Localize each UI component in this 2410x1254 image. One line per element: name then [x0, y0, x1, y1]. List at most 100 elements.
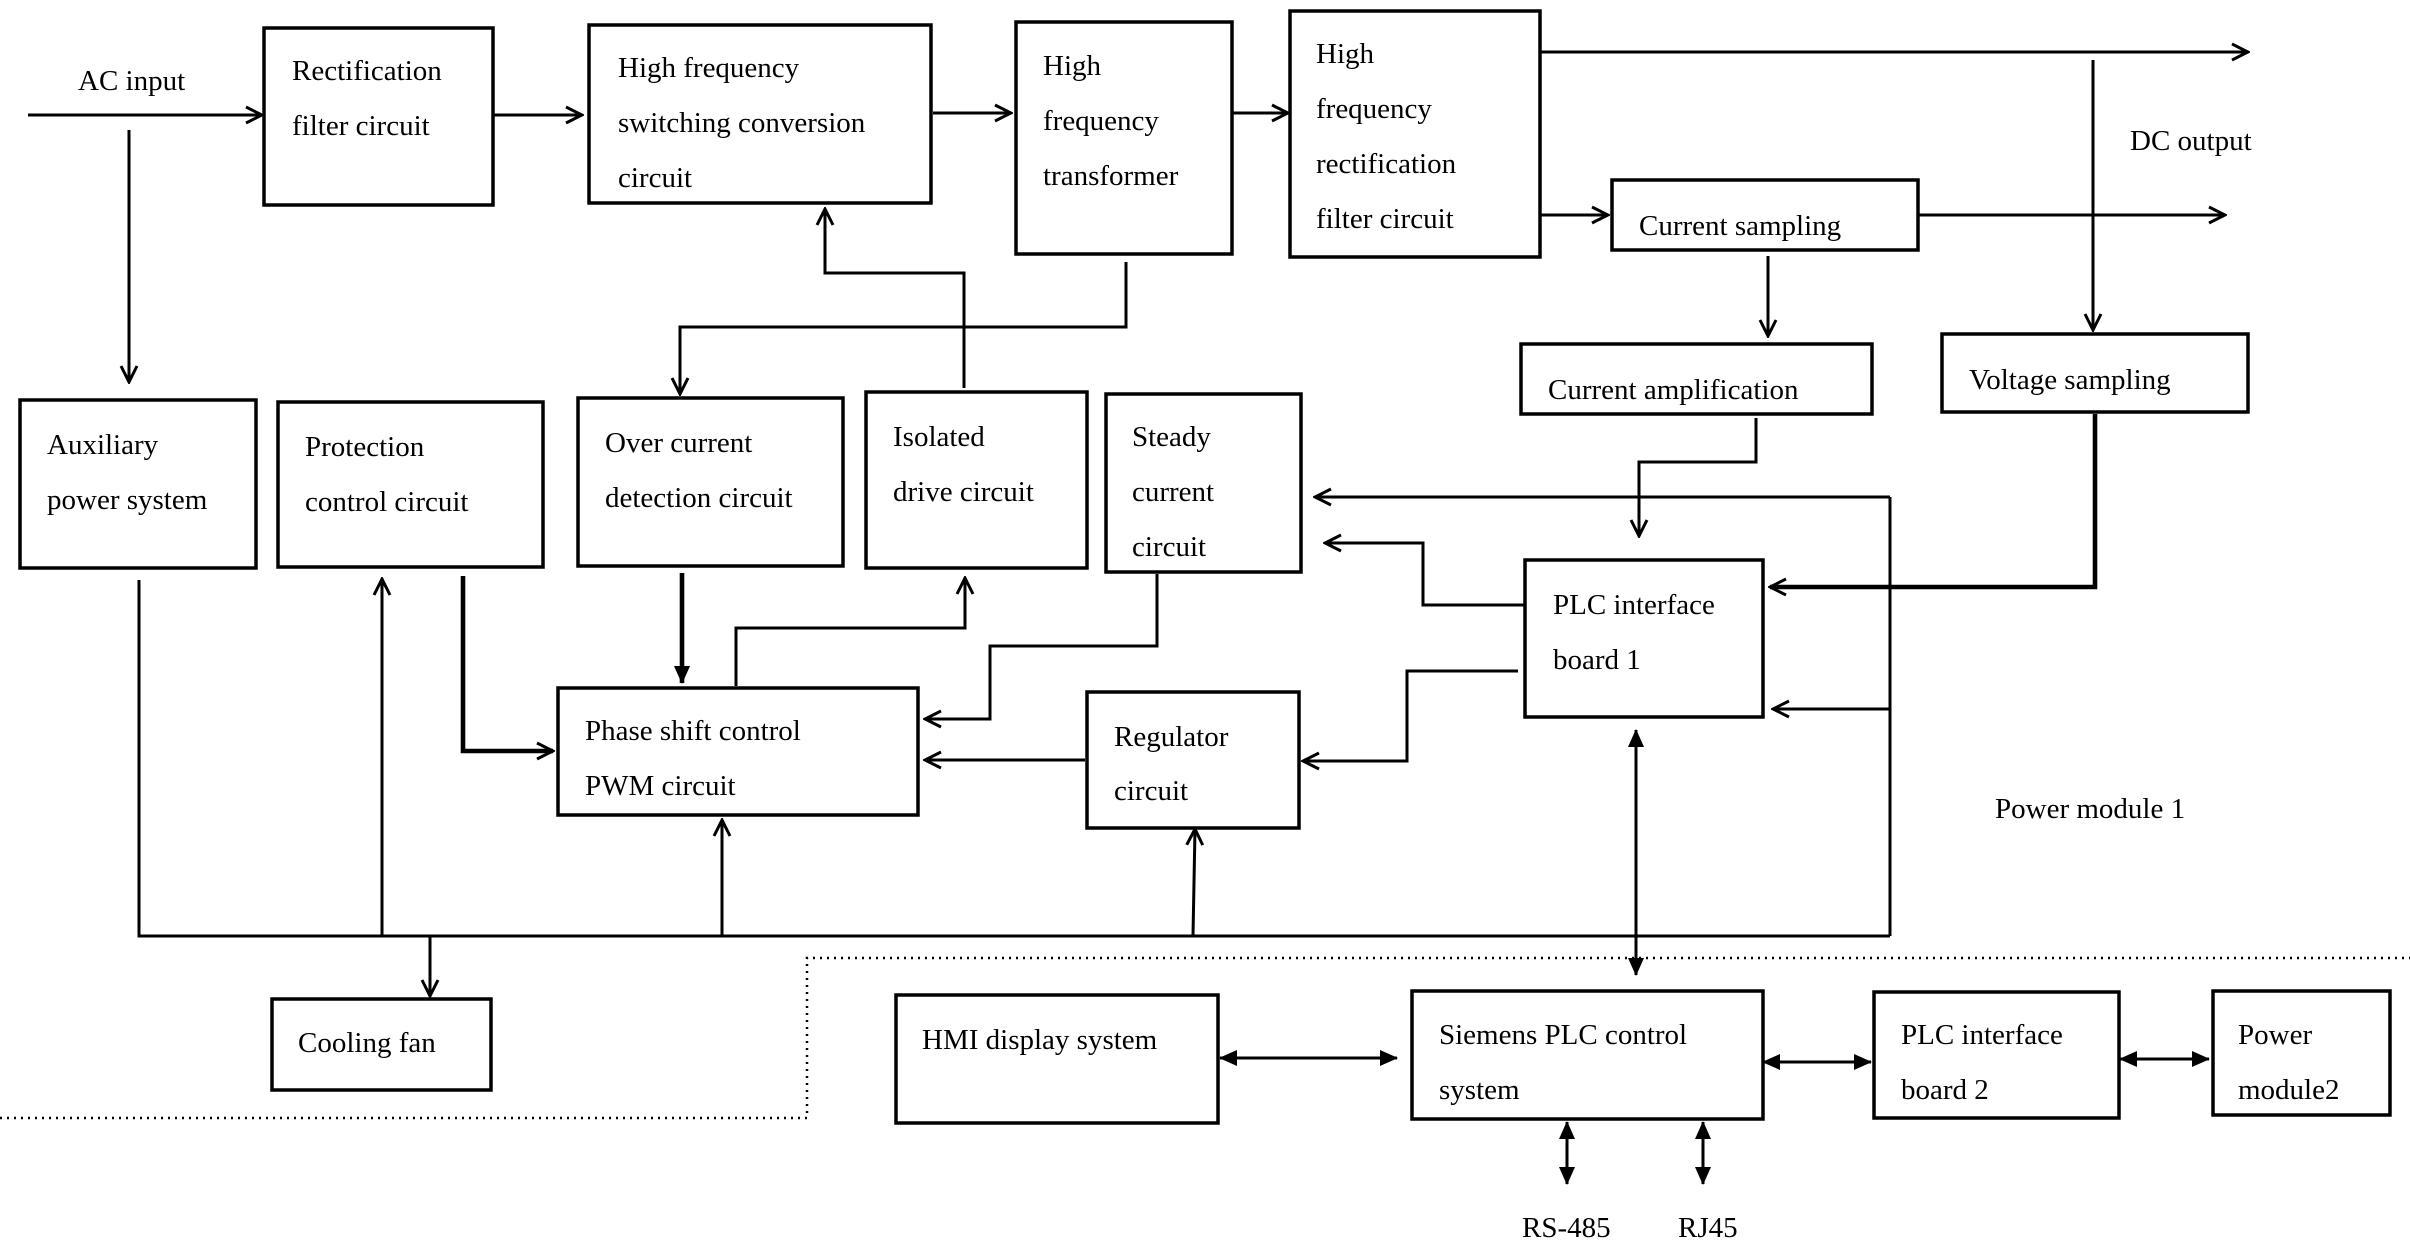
block-line: Steady [1132, 421, 1211, 453]
block-line: filter circuit [1316, 203, 1454, 235]
block-line: Regulator [1114, 721, 1229, 753]
block-plc-interface-1: PLC interface board 1 [1523, 558, 1765, 719]
block-line: circuit [1114, 775, 1188, 807]
block-line: High [1043, 50, 1102, 82]
svg-text:Auxiliary: Auxiliary [47, 429, 159, 461]
block-hmi-display: HMI display system [894, 993, 1220, 1125]
block-plc-interface-2: PLC interface board 2 [1872, 990, 2121, 1120]
block-line: switching conversion [618, 107, 866, 139]
block-line: Protection [305, 431, 425, 463]
block-line: drive circuit [893, 476, 1034, 508]
line-plc1-to-steady [1325, 543, 1525, 607]
block-hf-rectification: High frequency rectification filter circ… [1288, 9, 1542, 259]
block-line: PWM circuit [585, 770, 736, 802]
block-line: High frequency [618, 52, 800, 84]
block-line: Isolated [893, 421, 985, 453]
svg-text:Regulator: Regulator [1114, 721, 1229, 753]
svg-text:Protection: Protection [305, 431, 425, 463]
block-cooling-fan: Cooling fan [270, 997, 493, 1092]
svg-text:switching conversion: switching conversion [618, 107, 866, 139]
svg-text:Power: Power [2238, 1019, 2312, 1051]
block-line: system [1439, 1074, 1520, 1106]
block-line: circuit [618, 162, 692, 194]
svg-text:Voltage sampling: Voltage sampling [1969, 364, 2171, 396]
label-power-module-1: Power module 1 [1995, 793, 2185, 825]
block-line: rectification [1316, 148, 1457, 180]
svg-text:detection circuit: detection circuit [605, 482, 793, 514]
connections [0, 52, 2410, 1185]
svg-text:PWM circuit: PWM circuit [585, 770, 736, 802]
line-phaseshift-to-drive [734, 578, 965, 686]
block-voltage-sampling: Voltage sampling [1940, 332, 2250, 414]
line-amplification-to-plc1 [1639, 418, 1758, 536]
svg-text:drive circuit: drive circuit [893, 476, 1034, 508]
line-protection-to-phaseshift [460, 576, 553, 751]
block-line: current [1132, 476, 1214, 508]
block-line: PLC interface [1553, 589, 1715, 621]
block-siemens-plc: Siemens PLC control system [1410, 989, 1765, 1121]
block-line: Current amplification [1548, 374, 1799, 406]
block-over-current: Over current detection circuit [576, 396, 845, 568]
svg-text:board 2: board 2 [1901, 1074, 1989, 1106]
block-line: Auxiliary [47, 429, 159, 461]
svg-text:Rectification: Rectification [292, 55, 442, 87]
label-dc-output: DC output [2130, 125, 2252, 157]
svg-text:system: system [1439, 1074, 1520, 1106]
block-line: power system [47, 484, 208, 516]
block-line: control circuit [305, 486, 468, 518]
svg-text:Phase shift control: Phase shift control [585, 715, 801, 747]
block-line: detection circuit [605, 482, 793, 514]
svg-text:Isolated: Isolated [893, 421, 985, 453]
block-line: Phase shift control [585, 715, 801, 747]
line-transformer-to-overcurrent [680, 262, 1128, 394]
block-line: Power [2238, 1019, 2312, 1051]
block-auxiliary-power: Auxiliary power system [18, 398, 258, 570]
block-line: frequency [1043, 105, 1159, 137]
line-bus-to-regulator [1193, 829, 1195, 937]
label-ac-input: AC input [78, 65, 185, 97]
block-line: Voltage sampling [1969, 364, 2171, 396]
block-line: HMI display system [922, 1024, 1158, 1056]
block-current-sampling: Current sampling [1610, 178, 1920, 252]
svg-text:circuit: circuit [1132, 531, 1206, 563]
line-bottom-bus [137, 580, 1890, 938]
svg-text:frequency: frequency [1043, 105, 1159, 137]
block-line: High [1316, 38, 1375, 70]
block-line: transformer [1043, 160, 1179, 192]
block-line: circuit [1132, 531, 1206, 563]
block-line: board 1 [1553, 644, 1641, 676]
block-line: Over current [605, 427, 752, 459]
svg-text:power system: power system [47, 484, 208, 516]
svg-text:Cooling fan: Cooling fan [298, 1027, 436, 1059]
svg-text:High frequency: High frequency [618, 52, 800, 84]
svg-text:Current sampling: Current sampling [1639, 210, 1841, 242]
svg-text:transformer: transformer [1043, 160, 1179, 192]
line-plc1-to-regulator [1303, 669, 1518, 761]
block-isolated-drive: Isolated drive circuit [864, 390, 1089, 570]
line-steady-to-phaseshift [925, 574, 1159, 719]
svg-text:PLC interface: PLC interface [1901, 1019, 2063, 1051]
block-line: module2 [2238, 1074, 2340, 1106]
block-rectification-filter: Rectification filter circuit [262, 26, 495, 207]
line-voltage-to-plc1 [1770, 414, 2098, 587]
block-line: filter circuit [292, 110, 430, 142]
block-line: Siemens PLC control [1439, 1019, 1687, 1051]
svg-text:control circuit: control circuit [305, 486, 468, 518]
svg-text:current: current [1132, 476, 1214, 508]
block-hf-transformer: High frequency transformer [1014, 20, 1234, 256]
svg-text:circuit: circuit [1114, 775, 1188, 807]
svg-text:filter circuit: filter circuit [292, 110, 430, 142]
svg-text:High: High [1316, 38, 1375, 70]
label-rj45: RJ45 [1678, 1212, 1738, 1244]
svg-text:HMI display system: HMI display system [922, 1024, 1158, 1056]
svg-text:Over current: Over current [605, 427, 752, 459]
svg-text:PLC interface: PLC interface [1553, 589, 1715, 621]
block-regulator: Regulator circuit [1085, 690, 1301, 830]
svg-text:frequency: frequency [1316, 93, 1432, 125]
block-line: Current sampling [1639, 210, 1841, 242]
block-power-module-2: Power module2 [2211, 989, 2392, 1117]
svg-text:Current amplification: Current amplification [1548, 374, 1799, 406]
svg-text:Steady: Steady [1132, 421, 1211, 453]
svg-text:module2: module2 [2238, 1074, 2340, 1106]
